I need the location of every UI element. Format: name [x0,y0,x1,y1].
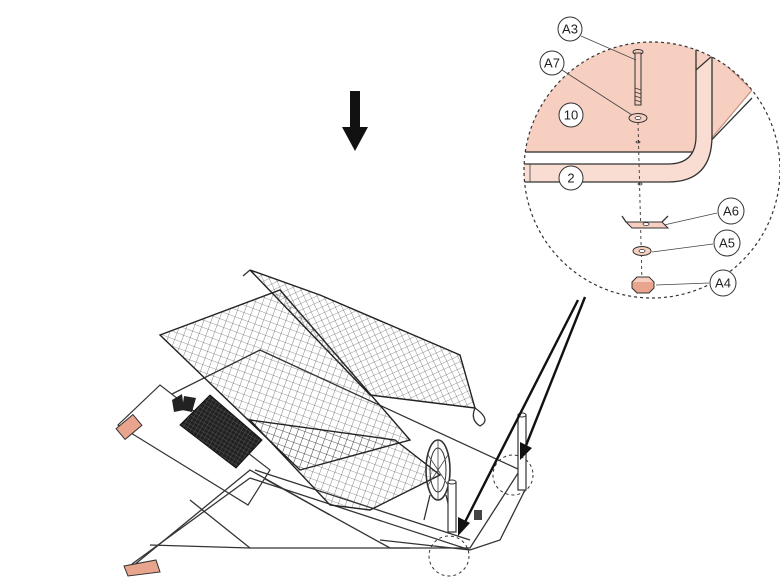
nut-a4 [631,276,655,294]
down-arrow-icon [342,91,368,151]
callout-a5: A5 [713,229,741,257]
handle-icon [172,394,196,412]
detail-zoom-view: A3 A7 10 2 A6 A5 A4 [523,16,780,299]
svg-text:10: 10 [564,108,578,123]
svg-text:A4: A4 [715,276,731,291]
callout-a3: A3 [557,16,583,42]
svg-text:A6: A6 [723,204,739,219]
callout-10: 10 [558,102,584,128]
bracket-a6 [621,215,670,229]
callout-a6: A6 [717,197,745,225]
callout-a4: A4 [709,269,737,297]
callout-a7: A7 [539,50,565,76]
svg-text:2: 2 [567,171,574,186]
mesh-roof-panel-left [158,289,412,471]
detail-marker-2 [428,535,470,577]
front-frame-legs [123,469,410,577]
svg-text:A3: A3 [562,22,578,37]
svg-text:A5: A5 [719,236,735,251]
detail-marker-1 [492,454,534,496]
callout-2: 2 [558,165,584,191]
pointer-arrows [458,296,587,536]
svg-text:A7: A7 [544,56,560,71]
dark-mesh-panel [179,394,263,469]
left-ramp [117,384,271,506]
main-assembly [115,269,587,577]
mesh-roof-panel-right [249,269,476,409]
bolt-a3 [632,49,644,106]
mesh-front-panel [248,419,442,511]
